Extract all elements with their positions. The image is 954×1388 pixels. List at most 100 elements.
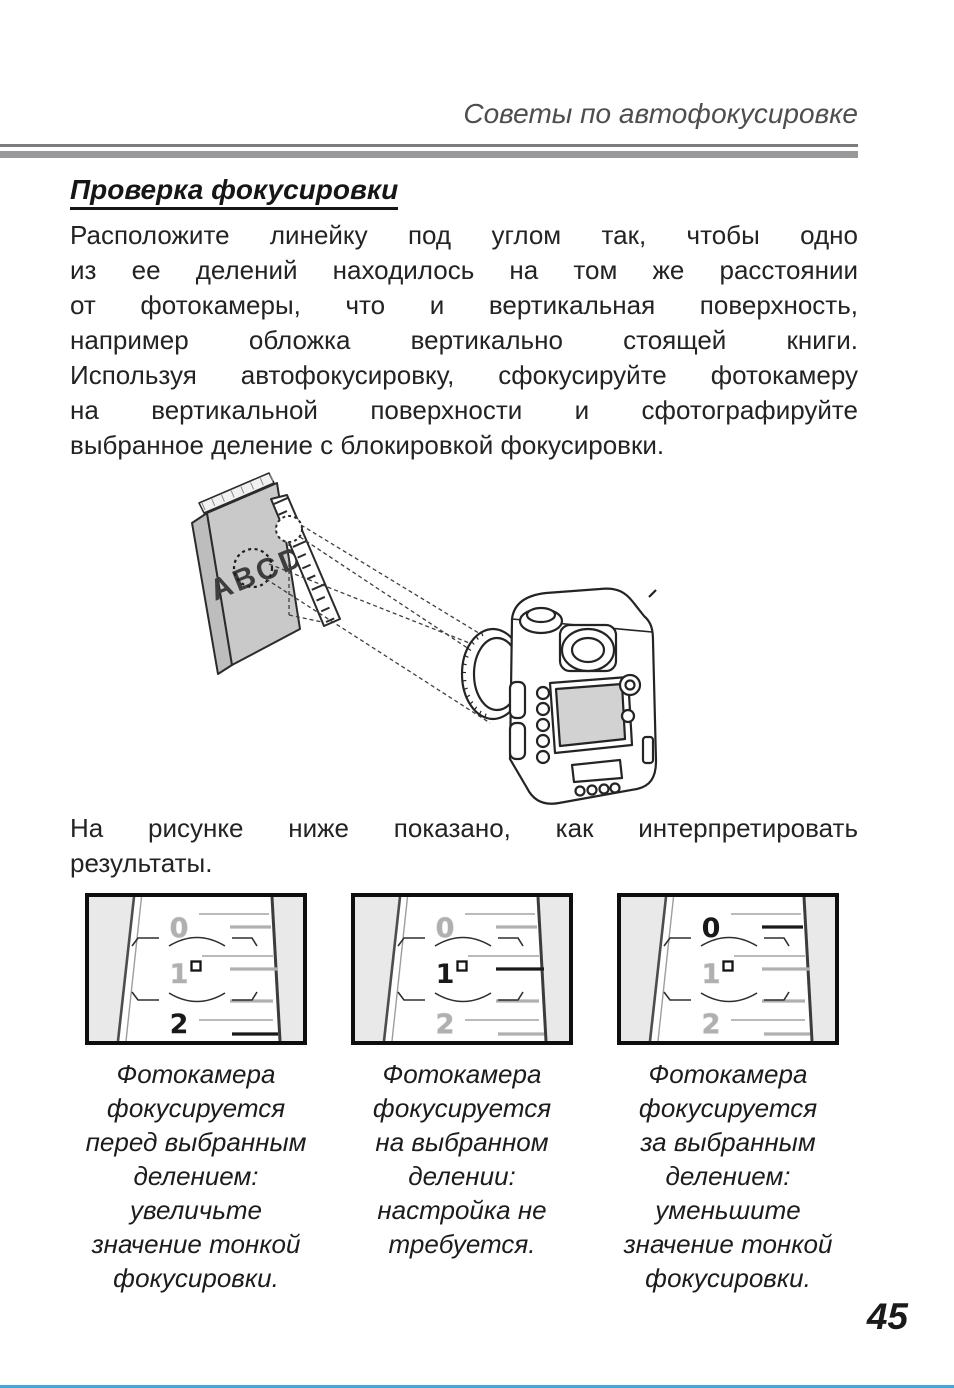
af-bracket xyxy=(131,991,159,1001)
af-bracket xyxy=(434,936,492,947)
text-line: фокусируется xyxy=(638,1093,818,1123)
text-line: уменьшите xyxy=(655,1195,801,1225)
ruler-right-margin xyxy=(804,897,835,1041)
figure-caption-back-focus: Фотокамера фокусируется за выбранным делени… xyxy=(595,1057,861,1295)
af-bracket xyxy=(434,992,492,1003)
text-line: требуется. xyxy=(388,1229,536,1259)
camera-card-door xyxy=(641,735,655,765)
ruler-number: 0 xyxy=(170,913,189,944)
camera-port-cover-bottom xyxy=(508,721,527,761)
figure-column-back-focus: 0 1 2 Фотокамера фокусируется за выбранным де… xyxy=(595,893,861,1295)
book-pages-hatch xyxy=(201,473,274,511)
ruler-number: 1 xyxy=(170,959,189,990)
af-bracket xyxy=(168,992,226,1003)
ruler-number: 2 xyxy=(170,1009,189,1040)
camera-strap-lug xyxy=(648,589,657,598)
ruler-drawing xyxy=(270,494,341,627)
af-bracket xyxy=(498,937,524,947)
book-focus-circle xyxy=(232,547,274,589)
section-title: Проверка фокусировки xyxy=(70,174,399,210)
text-line: фокусировки. xyxy=(645,1263,811,1293)
text-line: значение тонкой xyxy=(623,1229,833,1259)
text-line: Фотокамера xyxy=(382,1059,542,1089)
ruler-number: 1 xyxy=(702,959,721,990)
text-line: например обложка вертикально стоящей кни… xyxy=(70,325,858,355)
text-line: фокусировки. xyxy=(113,1263,279,1293)
af-bracket xyxy=(700,992,758,1003)
text-line: Фотокамера xyxy=(116,1059,276,1089)
af-bracket xyxy=(168,936,226,947)
page-number: 45 xyxy=(866,1296,908,1337)
focus-test-illustration: ABCD xyxy=(152,469,752,809)
figure-column-front-focus: 0 1 2 Фотокамера фокусируется перед выбранны… xyxy=(63,893,329,1295)
af-bracket xyxy=(700,936,758,947)
ruler-left-margin xyxy=(621,897,666,1041)
text-line: фокусируется xyxy=(106,1093,286,1123)
af-bracket xyxy=(131,937,159,947)
text-line: перед выбранным xyxy=(85,1127,307,1157)
ruler-number: 0 xyxy=(436,913,455,944)
text-line: Используя автофокусировку, сфокусируйте … xyxy=(70,360,858,390)
focus-point-square xyxy=(722,960,734,972)
ruler-right-margin xyxy=(538,897,569,1041)
af-bracket xyxy=(663,991,691,1001)
ruler-right-margin xyxy=(272,897,303,1041)
text-line: Расположите линейку под углом так, чтобы… xyxy=(70,220,858,250)
af-bracket xyxy=(232,937,258,947)
text-line: за выбранным xyxy=(640,1127,816,1157)
text-line: на выбранном xyxy=(375,1127,549,1157)
ruler-focus-circle xyxy=(275,515,303,543)
running-header: Советы по автофокусировке xyxy=(463,98,858,129)
text-line: фокусируется xyxy=(372,1093,552,1123)
bottom-accent-line xyxy=(0,1385,954,1388)
illustration-svg: ABCD xyxy=(191,472,658,805)
figure-caption-in-focus: Фотокамера фокусируется на выбранном делени… xyxy=(329,1057,595,1261)
af-bracket xyxy=(232,991,258,1001)
ruler-figure-back-focus: 0 1 2 xyxy=(617,893,839,1045)
af-bracket xyxy=(764,937,790,947)
header-rule-thin xyxy=(0,144,858,147)
ruler-number: 0 xyxy=(702,913,721,944)
ruler-left-margin xyxy=(355,897,400,1041)
text-line: от фотокамеры, что и вертикальная поверх… xyxy=(70,290,858,320)
intro-paragraph: Расположите линейку под углом так, чтобы… xyxy=(70,218,858,463)
text-line: делении: xyxy=(408,1161,516,1191)
text-line: На рисунке ниже показано, как интерпрети… xyxy=(70,813,858,843)
ruler-number: 2 xyxy=(436,1009,455,1040)
text-line: делением: xyxy=(133,1161,259,1191)
af-bracket xyxy=(397,937,425,947)
af-bracket xyxy=(397,991,425,1001)
camera-drawing xyxy=(460,587,658,805)
ruler-number: 2 xyxy=(702,1009,721,1040)
text-line: настройка не xyxy=(377,1195,547,1225)
camera-lcd-screen xyxy=(554,682,627,748)
figure-caption-front-focus: Фотокамера фокусируется перед выбранным дел… xyxy=(63,1057,329,1295)
text-line: из ее делений находилось на том же расст… xyxy=(70,255,858,285)
text-line: Фотокамера xyxy=(648,1059,808,1089)
section-heading: Проверка фокусировки xyxy=(70,174,858,210)
camera-port-cover-top xyxy=(508,680,527,720)
text-line: увеличьте xyxy=(130,1195,262,1225)
camera-button-column xyxy=(535,685,551,765)
af-bracket xyxy=(764,991,790,1001)
text-line: делением: xyxy=(665,1161,791,1191)
header-rule xyxy=(0,144,858,158)
text-line: на вертикальной поверхности и сфотографи… xyxy=(70,395,858,425)
header-rule-thick xyxy=(0,151,858,158)
camera-sub-display xyxy=(570,758,624,784)
ruler-left-margin xyxy=(89,897,134,1041)
text-line: значение тонкой xyxy=(91,1229,301,1259)
camera-lens-ridges xyxy=(461,631,487,719)
text-line: результаты. xyxy=(70,848,213,878)
text-line: выбранное деление с блокировкой фокусиро… xyxy=(70,430,665,460)
figures-row: 0 1 2 Фотокамера фокусируется перед выбранны… xyxy=(63,893,861,1295)
ruler-figure-front-focus: 0 1 2 xyxy=(85,893,307,1045)
sight-lines xyxy=(265,524,491,724)
results-paragraph: На рисунке ниже показано, как интерпрети… xyxy=(70,811,858,881)
focus-point-square xyxy=(456,960,468,972)
focus-point-square xyxy=(190,960,202,972)
af-bracket xyxy=(498,991,524,1001)
